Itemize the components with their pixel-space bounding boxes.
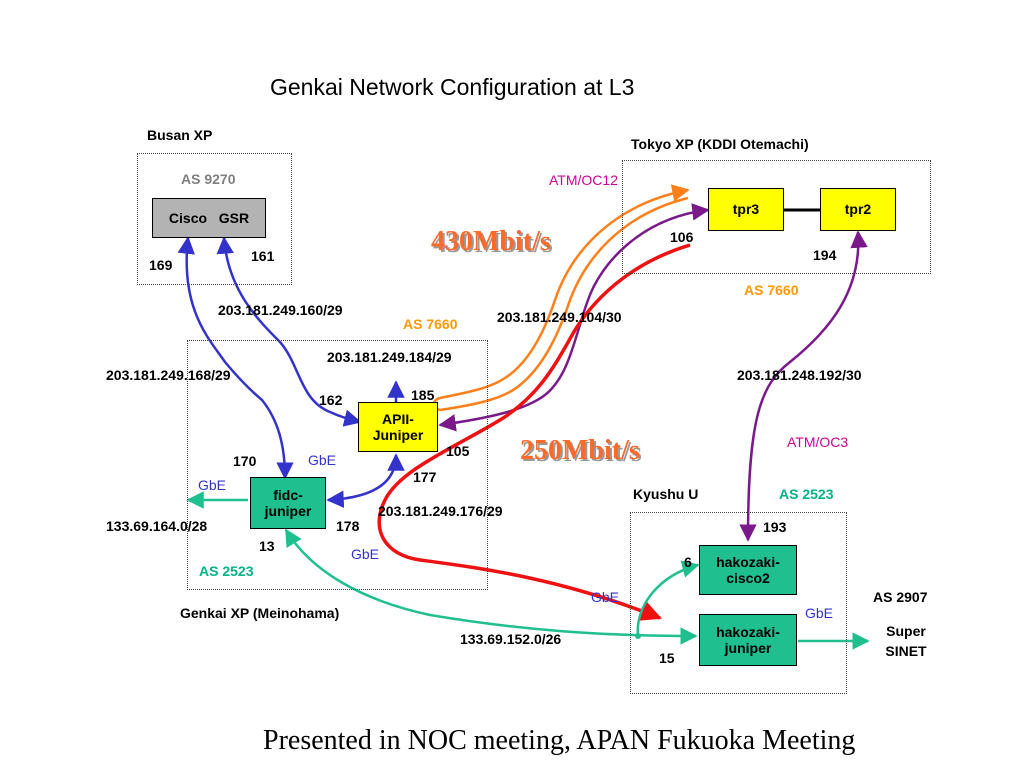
as-label-sinet: AS 2907: [873, 589, 928, 605]
router-hakozaki-cisco2-label-2: cisco2: [726, 570, 770, 586]
subnet-152: 133.69.152.0/26: [460, 631, 562, 647]
router-fidc-label-1: fidc-: [273, 486, 303, 503]
iface-170: 170: [233, 453, 257, 469]
iface-162: 162: [319, 392, 343, 408]
subnet-164: 133.69.164.0/28: [106, 518, 208, 534]
link-label-gbe-kyushu-right: GbE: [805, 605, 834, 621]
genkai-xp-box: [187, 340, 488, 590]
router-cisco-gsr-label: Cisco GSR: [168, 209, 250, 226]
sinet-label-1: Super: [886, 623, 926, 639]
link-label-gbe-genkai: GbE: [308, 452, 337, 468]
iface-105: 105: [446, 443, 470, 459]
link-label-gbe-fidc-bottom: GbE: [351, 546, 380, 562]
as-label-genkai-top: AS 7660: [403, 316, 458, 332]
router-apii-juniper[interactable]: APII- Juniper: [358, 402, 438, 452]
link-apii-tpr3-purple: [438, 203, 710, 432]
as-label-tokyo: AS 7660: [744, 282, 799, 298]
router-hakozaki-juniper-label-2: juniper: [724, 640, 772, 656]
footer-caption: Presented in NOC meeting, APAN Fukuoka M…: [263, 725, 856, 756]
link-label-atm-oc12: ATM/OC12: [549, 172, 618, 188]
tokyo-xp-box: [622, 160, 931, 274]
subnet-160: 203.181.249.160/29: [218, 302, 343, 318]
site-label-tokyo: Tokyo XP (KDDI Otemachi): [631, 136, 809, 152]
iface-169: 169: [149, 257, 173, 273]
router-tpr2-label: tpr2: [844, 201, 872, 218]
kyushu-u-box: [630, 512, 847, 694]
diagram-title: Genkai Network Configuration at L3: [270, 74, 635, 100]
iface-178: 178: [336, 518, 360, 534]
subnet-192: 203.181.248.192/30: [737, 367, 862, 383]
link-busan-161-apii: [216, 236, 362, 427]
as-label-busan: AS 9270: [181, 171, 236, 187]
link-label-gbe-fidc-left: GbE: [198, 477, 227, 493]
link-label-atm-oc3: ATM/OC3: [787, 434, 849, 450]
router-hakozaki-cisco2-label-1: hakozaki-: [716, 553, 780, 570]
link-label-gbe-kyushu-left: GbE: [591, 589, 620, 605]
router-hakozaki-juniper[interactable]: hakozaki- juniper: [699, 614, 797, 666]
busan-xp-box: [137, 153, 292, 285]
router-apii-label-2: Juniper: [372, 427, 424, 443]
sinet-label-2: SINET: [885, 643, 927, 659]
link-tpr2-hakozaki-cisco: [739, 230, 868, 542]
link-apii-fidc: [326, 453, 405, 508]
subnet-168: 203.181.249.168/29: [106, 367, 231, 383]
router-fidc-label-2: juniper: [264, 503, 312, 519]
site-label-kyushu: Kyushu U: [633, 486, 699, 502]
subnet-176: 203.181.249.176/29: [378, 503, 503, 519]
router-tpr3-label: tpr3: [732, 201, 760, 218]
junction-dot: [635, 633, 641, 639]
as-label-genkai-bottom: AS 2523: [199, 563, 254, 579]
router-cisco-gsr[interactable]: Cisco GSR: [152, 198, 266, 238]
iface-177: 177: [413, 469, 437, 485]
router-hakozaki-juniper-label-1: hakozaki-: [716, 623, 780, 640]
iface-194: 194: [813, 247, 837, 263]
router-fidc-juniper[interactable]: fidc- juniper: [250, 477, 326, 529]
iface-106: 106: [670, 229, 694, 245]
iface-13: 13: [259, 538, 275, 554]
iface-15: 15: [659, 650, 675, 666]
site-label-busan: Busan XP: [147, 127, 213, 143]
as-label-kyushu: AS 2523: [779, 486, 834, 502]
subnet-104: 203.181.249.104/30: [497, 309, 622, 325]
iface-6: 6: [684, 554, 692, 570]
router-tpr3[interactable]: tpr3: [708, 188, 784, 231]
link-fidc-hakozaki-juniper: [284, 528, 698, 645]
subnet-184: 203.181.249.184/29: [327, 349, 452, 365]
router-hakozaki-cisco2[interactable]: hakozaki- cisco2: [699, 545, 797, 595]
bandwidth-label-430: 430Mbit/s: [431, 226, 551, 257]
iface-161: 161: [251, 248, 275, 264]
iface-193: 193: [763, 519, 787, 535]
router-apii-label-1: APII-: [382, 410, 414, 427]
iface-185: 185: [411, 387, 435, 403]
link-kyushu-internal: [636, 560, 700, 637]
site-label-genkai: Genkai XP (Meinohama): [180, 605, 340, 621]
router-tpr2[interactable]: tpr2: [820, 188, 896, 231]
bandwidth-label-250: 250Mbit/s: [520, 435, 640, 466]
